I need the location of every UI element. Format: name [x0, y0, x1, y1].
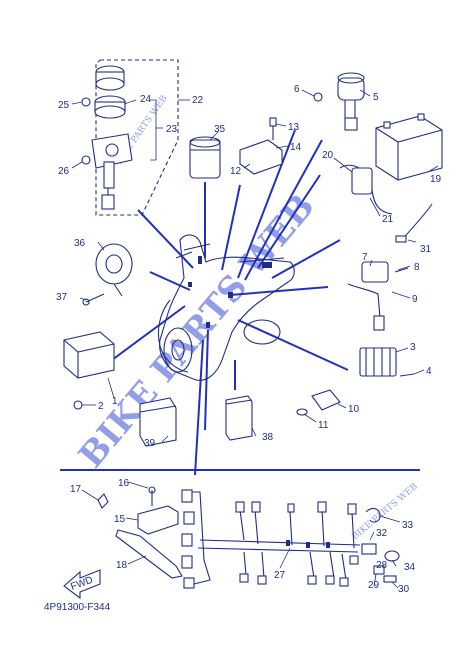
wire-harness: [181, 489, 361, 589]
label-29: 29: [368, 580, 380, 591]
label-5: 5: [373, 92, 379, 103]
label-27: 27: [274, 570, 286, 581]
flasher-relay: [139, 397, 177, 447]
label-35: 35: [214, 124, 226, 135]
battery-leads: [339, 164, 433, 243]
label-2: 2: [98, 401, 104, 412]
label-16: 16: [118, 478, 130, 489]
label-1: 1: [112, 396, 118, 407]
label-6: 6: [294, 84, 300, 95]
label-31: 31: [420, 244, 432, 255]
ignition-coil-right: [347, 261, 409, 331]
label-11: 11: [318, 420, 329, 431]
label-15: 15: [114, 514, 126, 525]
label-13: 13: [288, 122, 300, 133]
label-25: 25: [58, 100, 70, 111]
harness-bracket: [97, 486, 183, 579]
label-12: 12: [230, 166, 242, 177]
label-10: 10: [348, 404, 360, 415]
leader-lines: [71, 89, 439, 589]
label-37: 37: [56, 292, 68, 303]
label-7: 7: [362, 252, 368, 263]
label-20: 20: [322, 150, 334, 161]
horn: [95, 243, 133, 297]
label-26: 26: [58, 166, 70, 177]
main-switch: [81, 65, 133, 210]
diagram-code: 4P91300-F344: [44, 602, 111, 613]
label-21: 21: [382, 214, 394, 225]
label-39: 39: [144, 438, 156, 449]
label-36: 36: [74, 238, 86, 249]
label-9: 9: [412, 294, 418, 305]
label-38: 38: [262, 432, 274, 443]
label-34: 34: [404, 562, 416, 573]
label-17: 17: [70, 484, 82, 495]
label-30: 30: [398, 584, 410, 595]
relay-box: [225, 395, 253, 441]
rectifier-regulator: [359, 347, 415, 377]
switch-assembly-group: [95, 59, 190, 216]
label-32: 32: [376, 528, 388, 539]
label-23: 23: [166, 124, 178, 135]
label-19: 19: [430, 174, 442, 185]
battery: [375, 113, 443, 181]
label-22: 22: [192, 95, 204, 106]
horn-bolt: [82, 293, 105, 306]
part-labels: 1 2 3 4 5 6 7 8 9 10 11 12 13 14 15 16 1…: [56, 84, 442, 595]
sensor-switch: [296, 389, 341, 416]
scooter-outline: [157, 234, 295, 381]
label-4: 4: [426, 366, 432, 377]
connection-rays: [60, 129, 420, 476]
cdi-unit: [63, 331, 115, 410]
label-3: 3: [410, 342, 416, 353]
label-14: 14: [290, 142, 302, 153]
relay-bracket: [239, 117, 283, 175]
small-fasteners: [349, 507, 400, 583]
label-28: 28: [376, 560, 388, 571]
fwd-arrow: [63, 569, 101, 600]
label-33: 33: [402, 520, 414, 531]
ignition-coil-top: [313, 72, 365, 131]
label-18: 18: [116, 560, 128, 571]
relay-cylinder: [189, 136, 221, 179]
label-24: 24: [140, 94, 152, 105]
label-8: 8: [414, 262, 420, 273]
